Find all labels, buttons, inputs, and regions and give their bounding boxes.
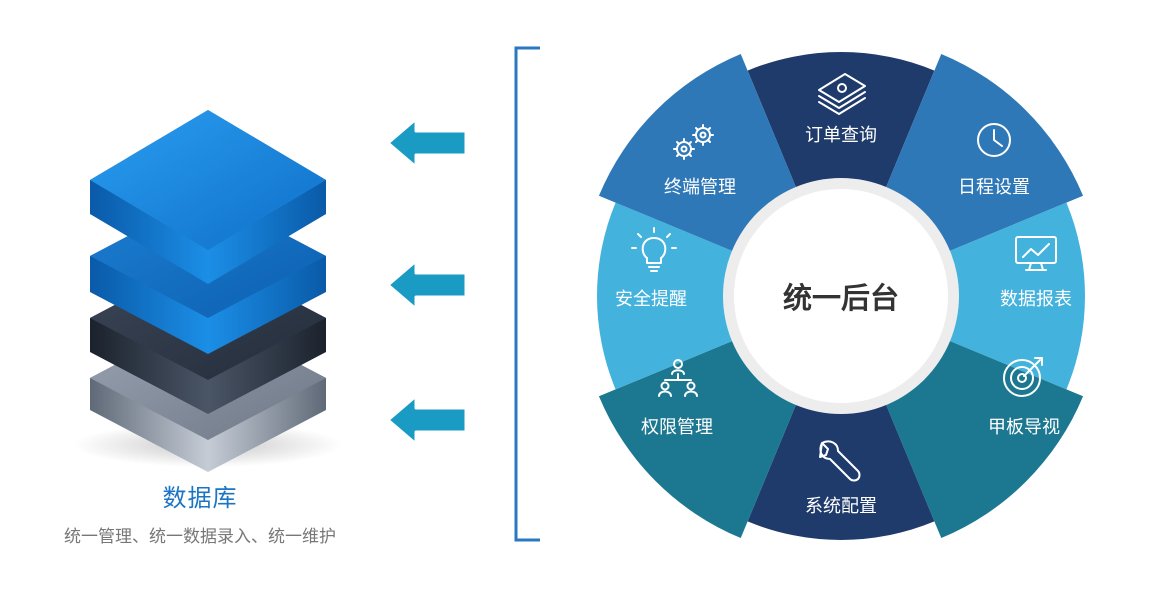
segment-label-order-query[interactable]: 订单查询 [805,125,877,145]
wheel-segment-deck-guide[interactable] [881,336,1084,539]
people-hierarchy-icon [658,359,698,397]
center-circle [734,189,948,403]
segment-label-permission[interactable]: 权限管理 [641,417,713,437]
wheel [596,51,1085,540]
wheel-segment-order-query[interactable] [747,51,935,199]
center-label: 统一后台 [782,283,900,315]
segment-label-deck-guide[interactable]: 甲板导视 [988,417,1060,437]
segment-label-schedule[interactable]: 日程设置 [958,177,1030,197]
gears-icon [673,124,714,160]
database-stack-icon [73,110,343,472]
lightbulb-icon [631,227,677,272]
arrow-left-icon [386,394,468,446]
wheel-segment-security-alert[interactable] [596,202,744,390]
clock-icon [977,123,1011,157]
arrow-left-icon [386,117,468,169]
money-stack-icon [818,73,866,115]
bracket-line [514,46,540,542]
wheel-segment-permission[interactable] [598,336,801,539]
database-title: 数据库 [162,485,238,512]
wheel-segment-system-config[interactable] [747,393,935,540]
segment-icons [631,73,1057,482]
target-icon [1003,357,1043,397]
segment-label-data-report[interactable]: 数据报表 [1000,289,1072,309]
segment-label-system-config[interactable]: 系统配置 [805,496,877,516]
wrench-icon [819,440,861,482]
arrow-left-icon [386,259,468,311]
segment-label-terminal[interactable]: 终端管理 [664,177,736,197]
wheel-segment-schedule[interactable] [881,53,1084,256]
chart-monitor-icon [1015,236,1057,271]
wheel-segment-data-report[interactable] [938,202,1085,390]
database-layer-blue-top [90,110,326,284]
segment-label-security-alert[interactable]: 安全提醒 [615,289,687,309]
wheel-segment-terminal[interactable] [598,53,801,256]
database-subtitle: 统一管理、统一数据录入、统一维护 [64,527,336,546]
